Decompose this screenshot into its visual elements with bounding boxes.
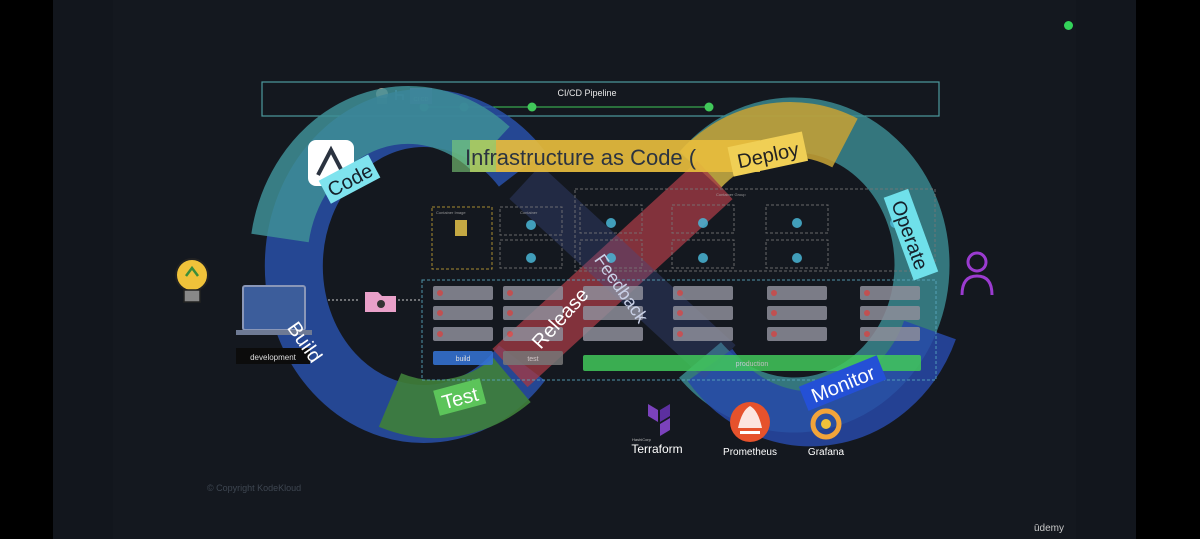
container-image-icon bbox=[455, 220, 467, 236]
udemy-watermark: ūdemy bbox=[1034, 523, 1064, 534]
grafana-logo: Grafana bbox=[808, 408, 845, 458]
svg-text:Container: Container bbox=[520, 210, 538, 215]
env-build-bar bbox=[433, 351, 493, 365]
recording-indicator bbox=[1064, 21, 1073, 30]
svg-text:HashiCorp: HashiCorp bbox=[632, 437, 652, 442]
env-production-label: production bbox=[736, 361, 769, 368]
pipeline-title: CI/CD Pipeline bbox=[557, 88, 616, 98]
svg-text:Container Image: Container Image bbox=[436, 210, 466, 215]
user-icon bbox=[960, 251, 994, 296]
copyright-text: © Copyright KodeKloud bbox=[207, 483, 301, 493]
env-test-label: test bbox=[527, 356, 538, 363]
env-development-label: development bbox=[250, 353, 297, 362]
grafana-label: Grafana bbox=[808, 447, 845, 458]
svg-text:Container Group: Container Group bbox=[716, 192, 746, 197]
env-build-label: build bbox=[456, 356, 471, 363]
prometheus-label: Prometheus bbox=[723, 447, 777, 458]
repository-folder-icon bbox=[328, 292, 420, 312]
env-production-bar bbox=[583, 355, 921, 371]
prometheus-logo: Prometheus bbox=[723, 402, 777, 458]
iac-banner-text: Infrastructure as Code ( bbox=[465, 145, 697, 170]
pipeline-stage-dot bbox=[527, 102, 537, 112]
developer-laptop: development bbox=[236, 285, 312, 364]
container-area: Container Image Container Group Containe… bbox=[421, 188, 937, 381]
env-test-bar bbox=[503, 351, 563, 365]
terraform-label: Terraform bbox=[631, 442, 682, 456]
server-racks bbox=[433, 286, 920, 341]
phase-labels: Code Build Test Release Feedback Deploy … bbox=[282, 131, 939, 416]
lightbulb-icon bbox=[175, 258, 209, 303]
terraform-logo: HashiCorp Terraform bbox=[631, 404, 683, 456]
pipeline-stage-dot bbox=[704, 102, 714, 112]
iac-banner: Infrastructure as Code ( bbox=[452, 140, 760, 172]
